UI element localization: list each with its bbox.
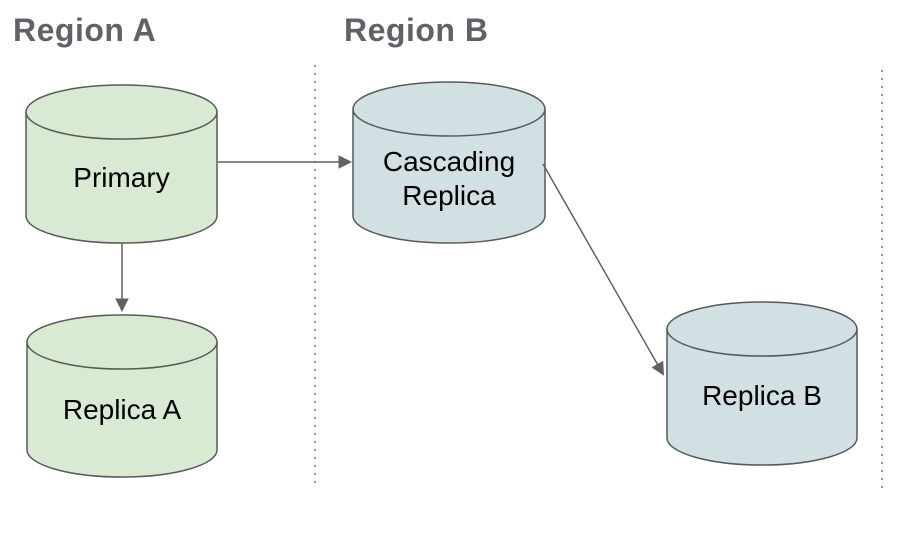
primary-cylinder-body <box>25 112 218 244</box>
replica-a-cylinder <box>26 314 218 478</box>
replica-b-node-label: Replica B <box>702 380 822 411</box>
replica-b-cylinder <box>666 301 858 466</box>
primary-cylinder-top <box>25 84 218 140</box>
replica-a-node-label: Replica A <box>62 394 182 425</box>
cascading-replica-node-label: Cascading Replica <box>382 146 516 211</box>
cascading-replica-cylinder-body <box>352 109 546 244</box>
replica-b-cylinder-top <box>666 301 858 357</box>
replica-b-cylinder-body <box>666 329 858 466</box>
primary-node-label: Primary <box>73 162 170 193</box>
region-b-heading: Region B <box>344 12 489 48</box>
cascading-replica-cylinder-top <box>352 81 546 137</box>
replica-a-cylinder-body <box>26 342 218 478</box>
cascading-replica-cylinder <box>352 81 546 244</box>
replica-a-cylinder-top <box>26 314 218 370</box>
cascading-replica-to-replica-b-arrow <box>542 163 665 376</box>
region-a-heading: Region A <box>13 12 157 48</box>
primary-cylinder <box>25 84 218 244</box>
